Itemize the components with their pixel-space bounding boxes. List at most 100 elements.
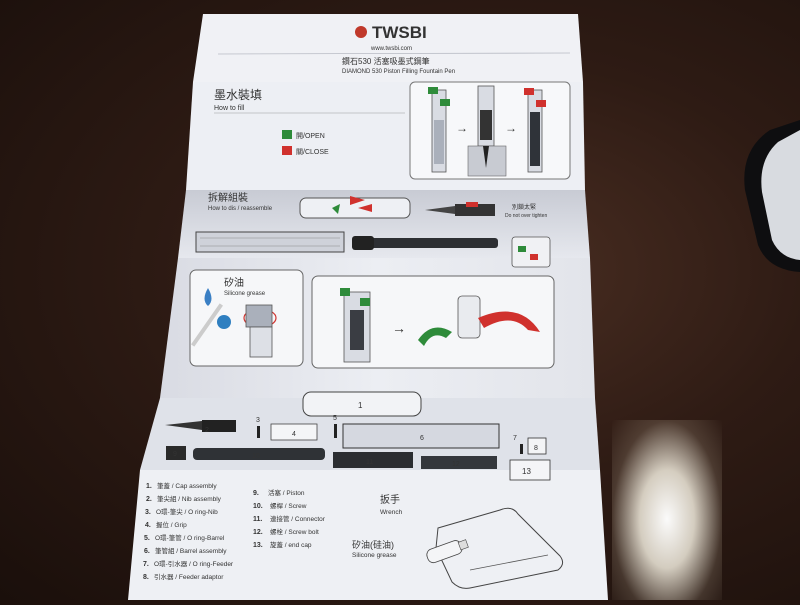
assembly-endcap-illustration [511, 236, 551, 268]
part-number-13: 13 [522, 467, 531, 476]
parts-list-item: 11. 連接管 / Connector [253, 514, 326, 523]
svg-text:筆蓋 / Cap assembly: 筆蓋 / Cap assembly [157, 481, 217, 490]
svg-text:2.: 2. [146, 496, 152, 503]
parts-list-item: 6. 筆管組 / Barrel assembly [144, 546, 227, 555]
parts-list-item: 12. 螺栓 / Screw bolt [253, 527, 319, 536]
grease-tube-illustration [426, 539, 469, 564]
parts-list-item: 5. O環-筆管 / O ring-Barrel [144, 533, 225, 542]
wrench-label-en: Wrench [380, 509, 403, 516]
svg-text:12.: 12. [253, 529, 263, 536]
parts-list-item: 8. 引水器 / Feeder adaptor [143, 572, 224, 581]
grease-drop-icon [204, 288, 212, 306]
parts-diagram: 1 2 3 4 5 6 7 8 9 10 11 12 13 [165, 391, 551, 481]
svg-text:1.: 1. [146, 483, 152, 490]
cotton-swab [191, 303, 223, 347]
assembly-title-zh: 拆解組裝 [208, 191, 248, 204]
svg-text:活塞 / Piston: 活塞 / Piston [268, 488, 305, 497]
silicone-title-zh: 矽油 [224, 276, 244, 289]
svg-text:引水器 / Feeder adaptor: 引水器 / Feeder adaptor [154, 572, 224, 581]
leaflet-top-section [193, 14, 583, 82]
open-legend-swatch [282, 130, 292, 139]
assembly-nib-illustration [425, 202, 495, 216]
svg-text:螺桿 / Screw: 螺桿 / Screw [270, 501, 307, 510]
product-title-en: DIAMOND 530 Piston Filling Fountain Pen [342, 69, 455, 75]
part-5-oring [334, 424, 337, 438]
svg-text:O環-筆管 / O ring-Barrel: O環-筆管 / O ring-Barrel [155, 533, 225, 542]
warning-en: Do not over tighten [505, 213, 547, 219]
part-number-4: 4 [292, 431, 296, 438]
svg-text:握位 / Grip: 握位 / Grip [156, 520, 187, 529]
green-rotate-arrow [418, 327, 452, 346]
svg-text:連接管 / Connector: 連接管 / Connector [270, 514, 326, 523]
grease-label-en: Silicone grease [352, 552, 397, 559]
part-number-1: 1 [358, 401, 363, 410]
brand-url: www.twsbi.com [370, 46, 412, 52]
fill-arrow-2: → [505, 121, 517, 135]
svg-text:筆管組 / Barrel assembly: 筆管組 / Barrel assembly [155, 546, 227, 555]
part-number-7: 7 [513, 435, 517, 442]
svg-text:10.: 10. [253, 503, 263, 510]
parts-list-item: 2. 筆尖組 / Nib assembly [146, 494, 222, 503]
assembly-panel: 拆解組裝 How to dis / reassemble 別鎖太緊 Do not… [195, 191, 551, 268]
fill-step-1-pen [428, 87, 450, 173]
svg-text:螺栓 / Screw bolt: 螺栓 / Screw bolt [270, 527, 319, 536]
parts-list-left: 1. 筆蓋 / Cap assembly 2. 筆尖組 / Nib assembly… [143, 481, 234, 581]
silicone-box-right [311, 275, 555, 369]
part-2-nib [165, 421, 202, 430]
svg-text:3.: 3. [145, 509, 151, 516]
part-12-screw-bolt [421, 456, 497, 469]
part-1-cap [302, 391, 422, 417]
parts-list-item: 13. 旋蓋 / end cap [253, 540, 312, 549]
grease-arrow: → [392, 320, 406, 336]
part-number-11: 11 [366, 459, 373, 466]
assembly-title-en: How to dis / reassemble [208, 206, 273, 212]
assembly-piston-rod-illustration [352, 236, 498, 250]
warning-zh: 別鎖太緊 [512, 203, 536, 211]
part-number-6: 6 [420, 435, 424, 442]
svg-text:6.: 6. [144, 548, 150, 555]
parts-list-item: 9. 活塞 / Piston [253, 488, 305, 497]
svg-text:13.: 13. [253, 542, 263, 549]
parts-list-item: 10. 螺桿 / Screw [253, 501, 307, 510]
part-10-screw [193, 448, 325, 460]
silicone-panel: 矽油 Silicone grease → [189, 269, 555, 369]
svg-text:O環-筆尖 / O ring-Nib: O環-筆尖 / O ring-Nib [156, 507, 218, 516]
svg-text:5.: 5. [144, 535, 150, 542]
electronic-device [744, 120, 800, 272]
assembly-cap-illustration [299, 196, 411, 219]
part-number-10: 10 [252, 453, 260, 460]
fill-panel: 墨水裝填 How to fill 開/OPEN 關/CLOSE → → [214, 81, 571, 180]
parts-list-item: 1. 筆蓋 / Cap assembly [146, 481, 217, 490]
wrench-illustration-group: 扳手 Wrench 矽油(硅油) Silicone grease [352, 493, 564, 589]
fill-step-2-pen [467, 85, 507, 177]
fill-arrow-1: → [456, 121, 468, 135]
wrench-label-zh: 扳手 [380, 493, 400, 506]
svg-text:4.: 4. [145, 522, 151, 529]
close-legend-label: 關/CLOSE [296, 148, 329, 156]
leaflet-list-section [128, 470, 608, 600]
silicone-title-en: Silicone grease [224, 291, 266, 297]
svg-text:7.: 7. [143, 561, 149, 568]
fill-title-zh: 墨水裝填 [214, 88, 262, 102]
parts-list-item: 7.O環-引水器 / O ring-Feeder [143, 559, 234, 568]
part-number-9: 9 [173, 451, 177, 458]
part-4-grip [270, 423, 318, 441]
part-8-feeder [527, 437, 547, 455]
svg-text:9.: 9. [253, 490, 259, 497]
part-number-5: 5 [333, 415, 337, 422]
part-6-barrel [342, 423, 500, 449]
part-7-oring [520, 444, 523, 454]
svg-text:8.: 8. [143, 574, 149, 581]
svg-text:旋蓋 / end cap: 旋蓋 / end cap [270, 540, 312, 549]
part-number-12: 12 [452, 461, 460, 468]
part-number-2: 2 [205, 427, 209, 434]
svg-text:11.: 11. [253, 516, 262, 523]
fill-title-en: How to fill [214, 105, 245, 112]
product-title-zh: 鑽石530 活塞吸墨式鋼筆 [342, 56, 430, 66]
open-legend-label: 開/OPEN [296, 132, 325, 140]
part-number-3: 3 [256, 417, 260, 424]
svg-text:筆尖組 / Nib assembly: 筆尖組 / Nib assembly [157, 494, 222, 503]
brand-logo: TWSBI [372, 23, 427, 42]
